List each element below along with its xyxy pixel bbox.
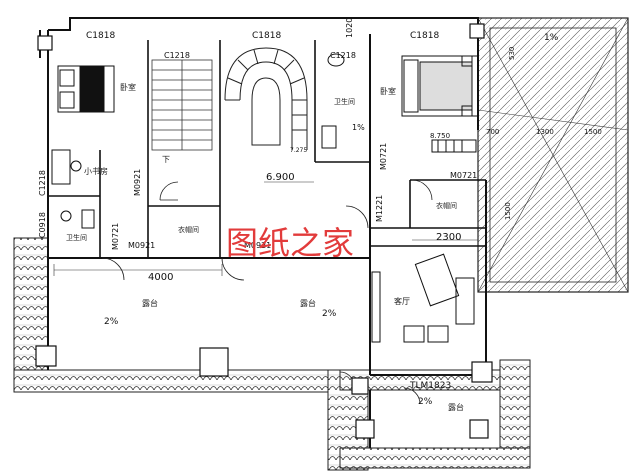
width-4000: 4000 — [148, 272, 173, 283]
room-terrace-mid: 露台 — [300, 298, 316, 308]
window-c1218-side: C1218 — [38, 170, 47, 196]
marker-7275: 7.275 — [290, 147, 307, 154]
window-c0918: C0918 — [38, 212, 47, 238]
roof-dim-4: 1500 — [504, 202, 512, 220]
level-label: 6.900 — [266, 172, 295, 183]
slope-1: 2% — [104, 317, 119, 327]
door-m0721-b: M0721 — [379, 143, 388, 170]
room-closet-left: 衣帽间 — [178, 225, 199, 234]
bed-left — [57, 65, 115, 113]
room-living: 客厅 — [394, 296, 410, 306]
left-terrace-parapet — [13, 237, 531, 471]
slope-bath: 1% — [352, 123, 365, 132]
dimension-lines — [53, 181, 478, 376]
roof-dim-0: 530 — [508, 47, 516, 60]
terrace-columns — [35, 23, 493, 439]
door-swings — [101, 179, 433, 405]
interior-walls — [48, 40, 486, 258]
roof-dim-3: 1500 — [584, 128, 602, 136]
spiral-stair — [224, 47, 308, 150]
window-c1818-mid: C1818 — [252, 31, 281, 41]
right-roof — [477, 17, 629, 293]
sofa-set — [371, 253, 475, 343]
width-2300: 2300 — [436, 232, 461, 243]
closet-right-top — [431, 139, 477, 153]
window-tlm1823: TLM1823 — [409, 381, 451, 391]
door-m0921-a: M0921 — [133, 169, 142, 196]
room-bathroom-left: 卫生间 — [66, 233, 87, 242]
door-m0921-b: M0921 — [128, 241, 155, 250]
dim-1020: 1020 — [345, 18, 354, 38]
watermark: 图纸之家 — [226, 224, 354, 262]
slope-3: 2% — [418, 397, 433, 407]
roof-dim-2: 1300 — [536, 128, 554, 136]
window-c1818-right: C1818 — [410, 31, 439, 41]
door-m0921-c: M0921 — [244, 241, 271, 250]
room-closet-right: 衣帽间 — [436, 201, 457, 210]
window-c1218-stair: C1218 — [164, 51, 190, 60]
window-c1218-bath: C1218 — [330, 51, 356, 60]
window-c1818-left: C1818 — [86, 31, 115, 41]
door-m0721-c: M0721 — [450, 171, 477, 180]
stair-down-label: 下 — [162, 155, 170, 164]
room-small-study: 小书房 — [84, 166, 108, 176]
bed-right — [401, 55, 479, 117]
slope-2: 2% — [322, 309, 337, 319]
room-bathroom-mid: 卫生间 — [334, 97, 355, 106]
door-m0721-a: M0721 — [111, 223, 120, 250]
room-terrace-left: 露台 — [142, 298, 158, 308]
straight-stair — [151, 59, 213, 151]
room-bedroom-right: 卧室 — [380, 86, 396, 96]
room-bedroom-left: 卧室 — [120, 82, 136, 92]
desk-study — [51, 149, 82, 185]
door-m1221: M1221 — [375, 195, 384, 222]
slope-roof: 1% — [544, 33, 559, 43]
roof-dim-5: 8.750 — [430, 132, 450, 140]
bath-fixtures — [60, 53, 345, 229]
roof-dim-1: 700 — [486, 128, 499, 136]
room-terrace-bottom: 露台 — [448, 402, 464, 412]
